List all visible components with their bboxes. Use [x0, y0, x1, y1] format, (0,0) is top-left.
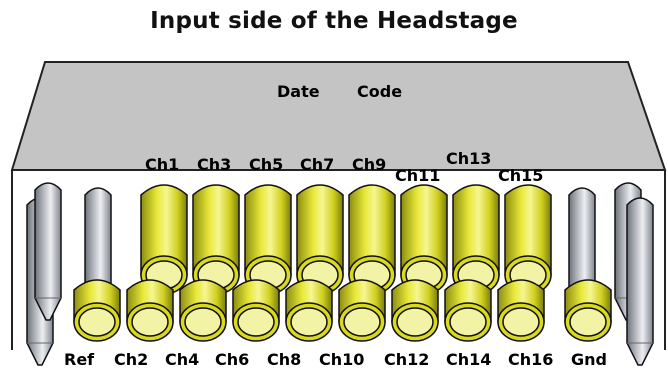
- tube-top-4: [296, 184, 344, 295]
- tube-bottom-7: [391, 279, 439, 342]
- tube-bottom-5: [285, 279, 333, 342]
- tube-top-8: [504, 184, 552, 295]
- bottom-label-6: Ch10: [319, 350, 364, 369]
- top-label-3: Ch5: [249, 155, 283, 174]
- tube-bottom-8: [444, 279, 492, 342]
- tube-top-6: [400, 184, 448, 295]
- bottom-label-7: Ch12: [384, 350, 429, 369]
- diagram-title: Input side of the Headstage: [150, 8, 518, 34]
- bottom-label-2: Ch2: [114, 350, 148, 369]
- tube-bottom-9: [497, 279, 545, 342]
- tube-bottom-4: [232, 279, 280, 342]
- tube-bottom-3: [179, 279, 227, 342]
- top-label-6: Ch11: [395, 166, 440, 185]
- tube-bottom-10: [564, 279, 612, 342]
- top-label-1: Ch1: [145, 155, 179, 174]
- date-label: Date: [277, 82, 320, 101]
- top-label-2: Ch3: [197, 155, 231, 174]
- top-label-7: Ch13: [446, 149, 491, 168]
- left-pin-front: [34, 182, 62, 321]
- tube-bottom-2: [126, 279, 174, 342]
- top-label-4: Ch7: [300, 155, 334, 174]
- tube-top-1: [140, 184, 188, 295]
- bottom-label-5: Ch8: [267, 350, 301, 369]
- code-label: Code: [357, 82, 402, 101]
- tube-top-7: [452, 184, 500, 295]
- tube-bottom-6: [338, 279, 386, 342]
- bottom-label-1: Ref: [64, 350, 95, 369]
- tube-top-5: [348, 184, 396, 295]
- tube-bottom-1: [73, 279, 121, 342]
- right-pin-back-2: [626, 197, 654, 366]
- bottom-label-9: Ch16: [508, 350, 553, 369]
- top-label-5: Ch9: [352, 155, 386, 174]
- top-label-8: Ch15: [498, 166, 543, 185]
- bottom-label-10: Gnd: [571, 350, 607, 369]
- bottom-label-4: Ch6: [215, 350, 249, 369]
- headstage-top-face: [10, 61, 667, 171]
- tube-top-3: [244, 184, 292, 295]
- bottom-label-3: Ch4: [165, 350, 199, 369]
- bottom-label-8: Ch14: [446, 350, 491, 369]
- tube-group: [73, 184, 612, 342]
- tube-top-2: [192, 184, 240, 295]
